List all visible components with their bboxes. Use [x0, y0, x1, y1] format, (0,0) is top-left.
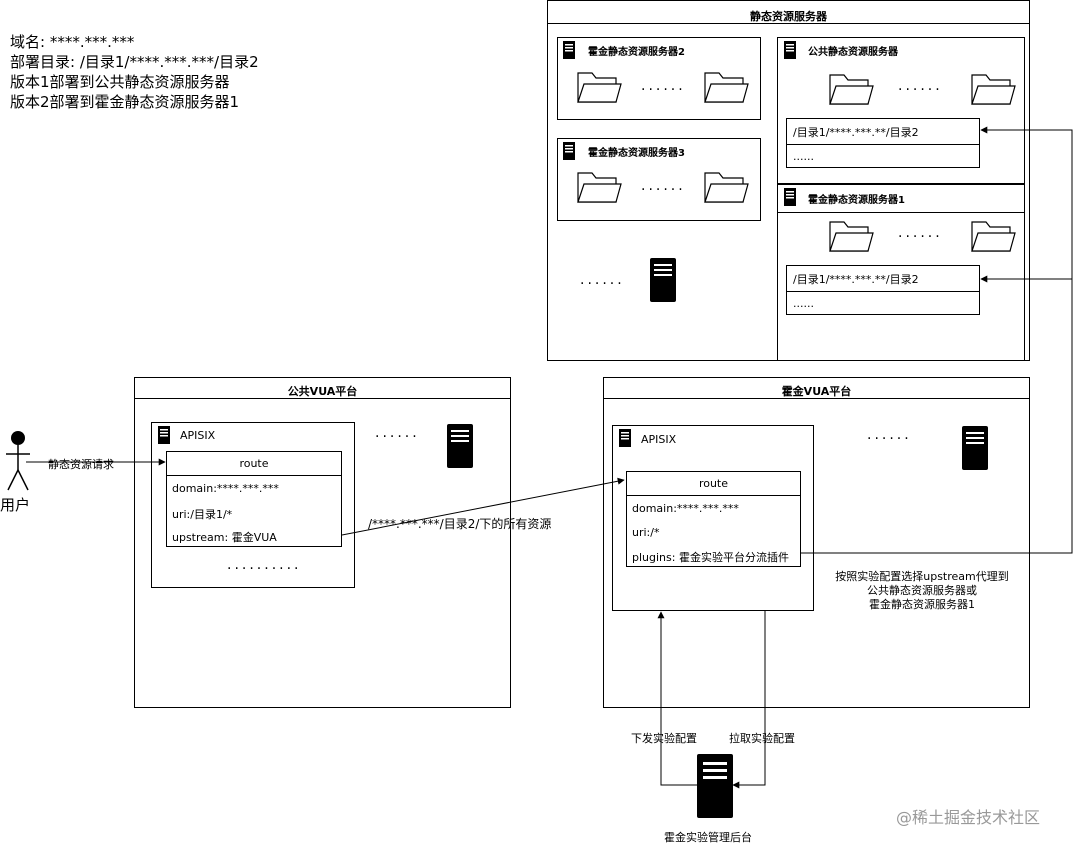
user-label: 用户	[0, 496, 31, 514]
server-small-icon	[563, 142, 575, 160]
note-version1: 版本1部署到公共静态资源服务器	[10, 73, 230, 91]
server-small-icon	[784, 188, 796, 206]
public-route-domain: domain:****.***.***	[172, 482, 279, 495]
static-server-3-title: 霍金静态资源服务器3	[588, 148, 685, 159]
hj-route-header-divider	[627, 495, 800, 496]
backend-server-icon	[697, 754, 733, 818]
static-group-title-divider	[548, 23, 1029, 24]
folder-icon	[829, 221, 874, 252]
public-vua-title: 公共VUA平台	[287, 385, 358, 398]
note-version2: 版本2部署到霍金静态资源服务器1	[10, 93, 240, 111]
folder-icon	[971, 221, 1016, 252]
proxy-edge-label: 按照实验配置选择upstream代理到 公共静态资源服务器或 霍金静态资源服务器…	[820, 570, 1024, 612]
pull-config-label: 拉取实验配置	[729, 730, 795, 746]
hj-route-uri: uri:/*	[632, 526, 660, 539]
static-group-more-ellipsis: ......	[580, 272, 625, 288]
hj-route-domain: domain:****.***.***	[632, 502, 739, 515]
folder-icon	[577, 72, 622, 103]
hj-apisix-label: APISIX	[641, 433, 677, 446]
server-large-icon	[962, 426, 988, 470]
public-static-path-row: /目录1/****.***.**/目录2	[793, 126, 919, 139]
server-large-icon	[650, 258, 676, 302]
hj-route-header: route	[698, 477, 729, 490]
public-route-table: route domain:****.***.*** uri:/目录1/* ups…	[166, 451, 342, 547]
static-group-title: 静态资源服务器	[750, 10, 827, 23]
user-icon	[6, 431, 30, 491]
server-small-icon	[563, 41, 575, 59]
public-apisix-label: APISIX	[180, 429, 216, 442]
server1-path-table: /目录1/****.***.**/目录2 ......	[786, 265, 980, 315]
folder-icon	[704, 72, 749, 103]
server-large-icon	[447, 424, 473, 468]
proxy-label-line-2: 公共静态资源服务器或	[867, 584, 977, 597]
notes-block: 域名: ****.***.*** 部署目录: /目录1/****.***.***…	[10, 32, 259, 112]
public-route-upstream: upstream: 霍金VUA	[172, 531, 277, 544]
static-server-3: 霍金静态资源服务器3	[557, 138, 761, 221]
request-edge-label: 静态资源请求	[48, 456, 114, 472]
server1-ellipsis: ......	[898, 225, 943, 241]
backend-label: 霍金实验管理后台	[664, 831, 752, 844]
folder-icon	[971, 74, 1016, 105]
folder-icon	[829, 74, 874, 105]
public-static-path-table: /目录1/****.***.**/目录2 ......	[786, 118, 980, 168]
static-server-1-title: 霍金静态资源服务器1	[808, 195, 905, 206]
hj-route-table: route domain:****.***.*** uri:/* plugins…	[626, 471, 801, 567]
public-route-uri: uri:/目录1/*	[172, 508, 233, 521]
public-path-table-divider	[787, 144, 979, 145]
public-static-more-row: ......	[793, 150, 814, 163]
forward-arrow	[341, 477, 625, 536]
public-route-header: route	[239, 457, 269, 470]
public-vua-side-ellipsis: ......	[375, 425, 420, 441]
proxy-label-line-1: 按照实验配置选择upstream代理到	[835, 570, 1009, 583]
push-config-label: 下发实验配置	[631, 730, 697, 746]
public-server-ellipsis: ......	[898, 78, 943, 94]
push-config-arrow	[657, 611, 697, 786]
folder-icon	[704, 172, 749, 203]
server-small-icon	[619, 429, 631, 447]
hj-vua-title-divider	[604, 398, 1029, 399]
public-apisix-ellipsis: ..........	[227, 557, 302, 573]
hj-route-plugins: plugins: 霍金实验平台分流插件	[632, 551, 789, 564]
pull-config-arrow	[732, 611, 766, 789]
folder-icon	[577, 172, 622, 203]
server1-path-table-divider	[787, 291, 979, 292]
note-deploy-dir: 部署目录: /目录1/****.***.***/目录2	[10, 53, 259, 71]
hj-vua-title: 霍金VUA平台	[781, 385, 852, 398]
server1-path-row: /目录1/****.***.**/目录2	[793, 273, 919, 286]
static-server-1-title-divider	[778, 212, 1024, 213]
static-server-2-title: 霍金静态资源服务器2	[588, 47, 685, 58]
hj-vua-side-ellipsis: ......	[867, 427, 912, 443]
public-route-header-divider	[167, 475, 341, 476]
note-domain: 域名: ****.***.***	[10, 33, 135, 51]
server-small-icon	[784, 41, 796, 59]
server3-ellipsis: ......	[641, 178, 686, 194]
public-vua-title-divider	[135, 398, 510, 399]
proxy-to-public-arrow	[801, 126, 1073, 554]
public-static-server-title: 公共静态资源服务器	[808, 47, 898, 58]
server-small-icon	[158, 426, 170, 444]
proxy-label-line-3: 霍金静态资源服务器1	[869, 598, 975, 611]
server2-ellipsis: ......	[641, 78, 686, 94]
watermark: @稀土掘金技术社区	[896, 808, 1041, 827]
server1-more-row: ......	[793, 297, 814, 310]
